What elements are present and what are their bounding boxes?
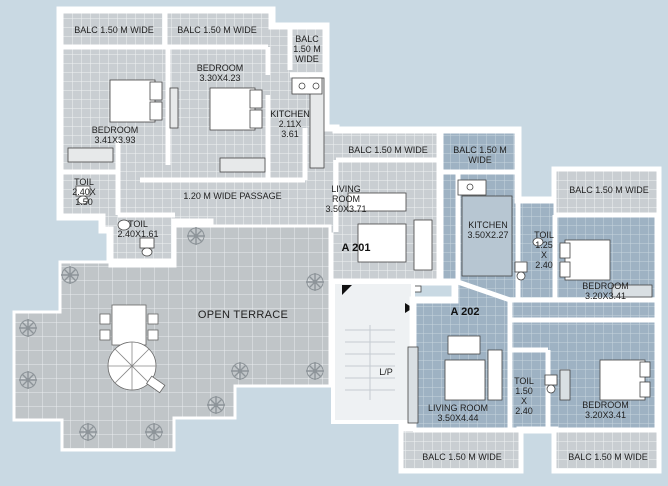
a201-furniture xyxy=(67,77,433,293)
terrace-seating xyxy=(99,304,166,394)
label-passage: 1.20 M WIDE PASSAGE xyxy=(183,191,282,201)
label-balc-bottom-1: BALC 1.50 M WIDE xyxy=(422,452,502,462)
a202-walls xyxy=(413,169,658,433)
a202-furniture xyxy=(407,179,653,424)
unit-a201 xyxy=(56,6,459,293)
label-balc-mid: BALC 1.50 M WIDE xyxy=(348,145,428,155)
label-open-terrace: OPEN TERRACE xyxy=(197,309,289,321)
label-lift: L/P xyxy=(379,367,393,377)
terrace-floor xyxy=(12,224,332,452)
staircase xyxy=(331,280,415,424)
unit-label-a201: A 201 xyxy=(341,242,371,254)
label-balc-top-left-1: BALC 1.50 M WIDE xyxy=(74,25,154,35)
label-balc-bottom-2: BALC 1.50 M WIDE xyxy=(568,452,648,462)
label-balc-right-top: BALC 1.50 M WIDE xyxy=(569,185,649,195)
label-balc-top-left-2: BALC 1.50 M WIDE xyxy=(177,25,257,35)
door-marker-a201 xyxy=(342,285,352,295)
open-terrace xyxy=(12,224,332,452)
door-marker-a202 xyxy=(405,303,413,313)
unit-label-a202: A 202 xyxy=(450,306,480,318)
unit-a202 xyxy=(398,126,662,474)
